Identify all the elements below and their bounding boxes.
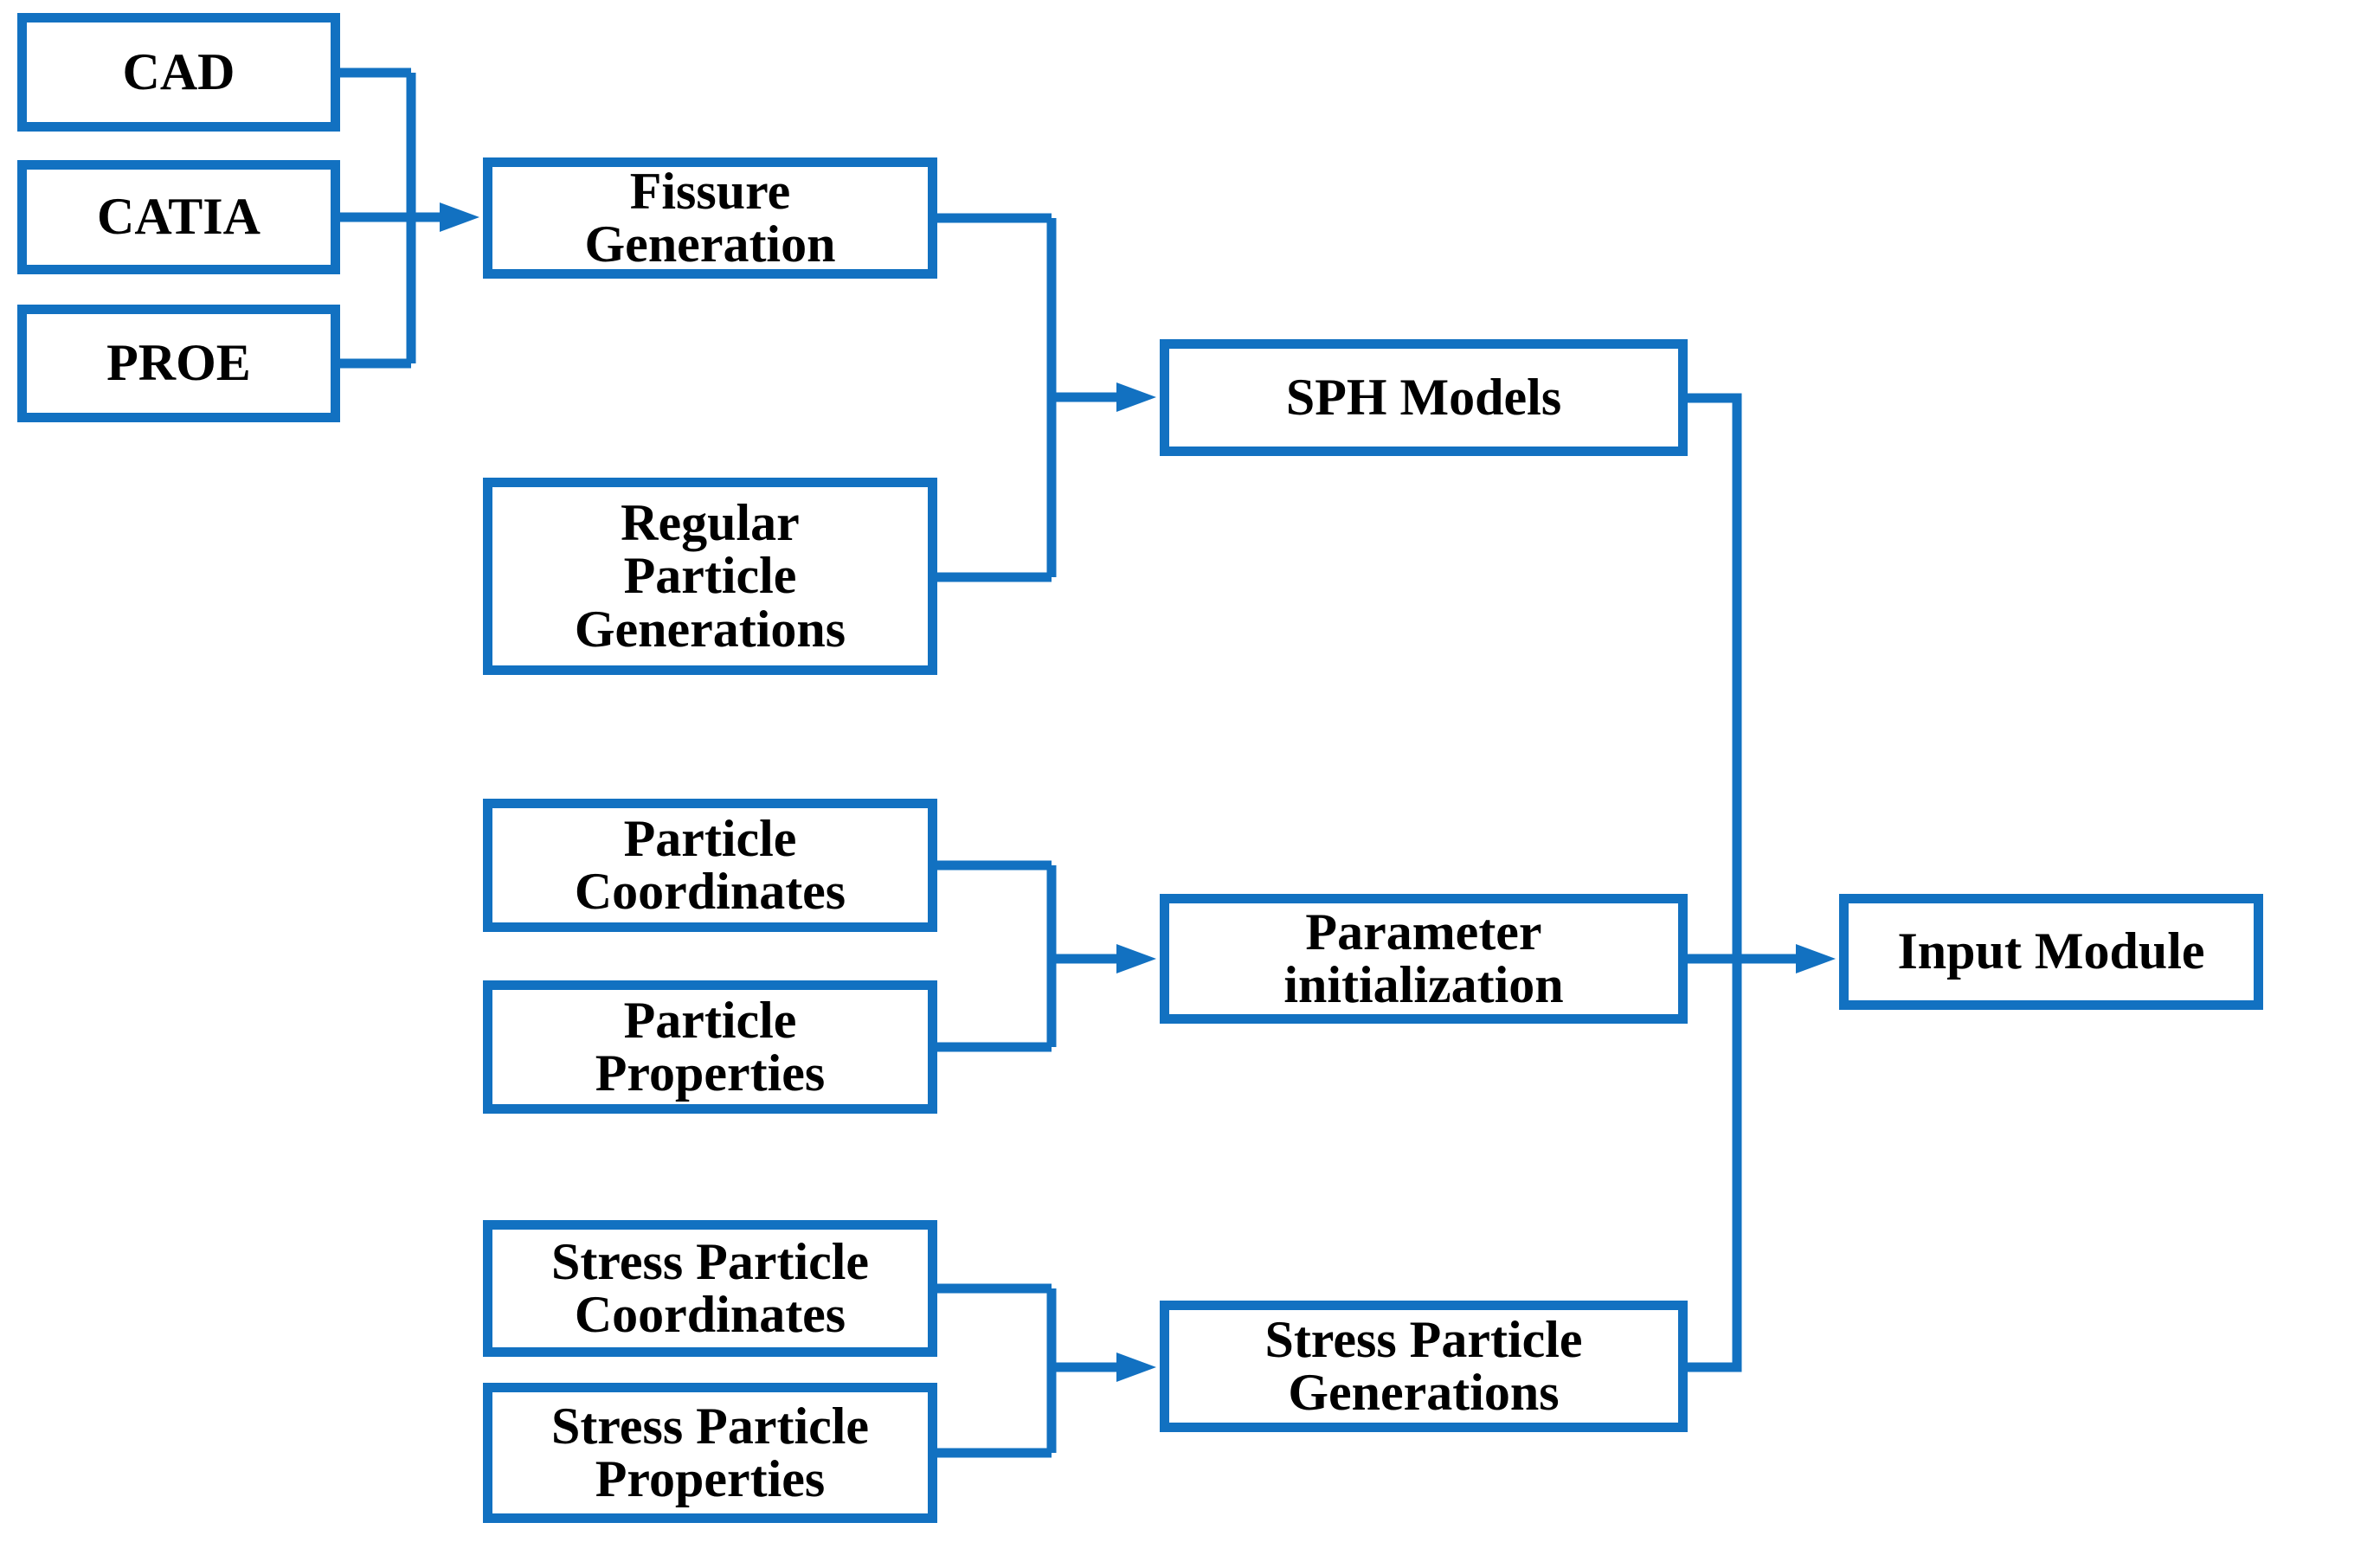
node-stress-particle-properties-label: Stress Particle Properties	[550, 1397, 870, 1507]
node-cad: CAD	[17, 13, 340, 132]
connector-right-collector	[1688, 393, 1742, 1372]
node-particle-properties: Particle Properties	[483, 980, 937, 1114]
node-proe: PROE	[17, 305, 340, 422]
node-fissure-generation: Fissure Generation	[483, 157, 937, 279]
node-stress-particle-generations: Stress Particle Generations	[1160, 1301, 1688, 1432]
node-particle-coordinates: Particle Coordinates	[483, 799, 937, 932]
node-particle-coordinates-label: Particle Coordinates	[574, 809, 846, 920]
node-input-module-label: Input Module	[1897, 922, 2205, 980]
node-regular-particle-generations-label: Regular Particle Generations	[574, 494, 846, 658]
node-sph-models: SPH Models	[1160, 339, 1688, 456]
node-parameter-initialization: Parameter initialization	[1160, 894, 1688, 1024]
node-stress-particle-properties: Stress Particle Properties	[483, 1383, 937, 1523]
node-particle-properties-label: Particle Properties	[595, 991, 826, 1102]
node-sph-models-label: SPH Models	[1285, 368, 1562, 426]
node-input-module: Input Module	[1839, 894, 2263, 1010]
node-catia: CATIA	[17, 160, 340, 274]
node-fissure-generation-label: Fissure Generation	[584, 162, 836, 273]
node-stress-particle-coordinates: Stress Particle Coordinates	[483, 1220, 937, 1357]
node-parameter-initialization-label: Parameter initialization	[1283, 903, 1564, 1013]
node-regular-particle-generations: Regular Particle Generations	[483, 478, 937, 675]
node-cad-label: CAD	[122, 42, 235, 100]
node-proe-label: PROE	[106, 334, 251, 392]
node-catia-label: CATIA	[97, 188, 261, 246]
node-stress-particle-coordinates-label: Stress Particle Coordinates	[550, 1232, 870, 1343]
node-stress-particle-generations-label: Stress Particle Generations	[1264, 1310, 1583, 1421]
